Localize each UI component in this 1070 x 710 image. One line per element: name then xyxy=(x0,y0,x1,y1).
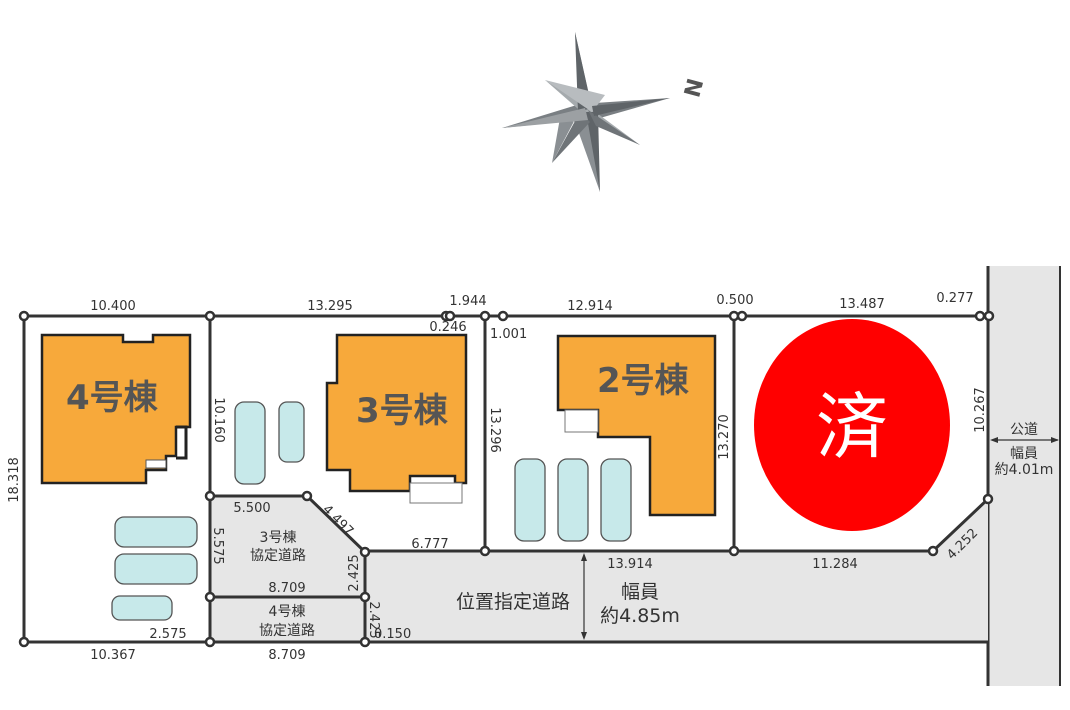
road-3-agreement xyxy=(210,496,365,597)
road3-label-1: 3号棟 xyxy=(260,530,297,546)
svg-text:8.709: 8.709 xyxy=(268,581,305,596)
parking-cars xyxy=(111,401,632,621)
car xyxy=(114,553,198,585)
position-designated-road xyxy=(365,499,988,642)
svg-text:0.150: 0.150 xyxy=(374,627,411,642)
sold-marker xyxy=(754,319,950,531)
svg-text:1.001: 1.001 xyxy=(490,327,527,342)
svg-text:5.575: 5.575 xyxy=(210,527,225,564)
svg-text:0.500: 0.500 xyxy=(716,293,753,308)
position-road-width-value: 約4.85m xyxy=(600,605,680,627)
road4-label-1: 4号棟 xyxy=(269,604,306,620)
svg-text:10.400: 10.400 xyxy=(90,299,136,314)
svg-text:13.295: 13.295 xyxy=(307,299,353,314)
svg-text:10.367: 10.367 xyxy=(90,648,136,663)
svg-text:13.296: 13.296 xyxy=(487,407,502,453)
svg-text:11.284: 11.284 xyxy=(812,557,858,572)
svg-text:13.270: 13.270 xyxy=(717,414,732,460)
position-road-width-label: 幅員 xyxy=(621,581,659,603)
road-4-agreement xyxy=(210,597,365,642)
svg-text:13.487: 13.487 xyxy=(839,297,885,312)
svg-text:10.267: 10.267 xyxy=(973,387,988,433)
public-road-label: 公道 xyxy=(1010,422,1038,438)
svg-text:12.914: 12.914 xyxy=(567,299,613,314)
svg-text:2.425: 2.425 xyxy=(347,554,362,591)
north-label: N xyxy=(680,76,709,100)
svg-text:5.500: 5.500 xyxy=(233,501,270,516)
svg-text:0.246: 0.246 xyxy=(429,320,466,335)
sold-label: 済 xyxy=(816,385,888,469)
public-road xyxy=(988,266,1060,686)
public-road-width-value: 約4.01m xyxy=(995,462,1054,478)
car xyxy=(278,401,305,463)
car xyxy=(234,401,266,485)
building-2-label: 2号棟 xyxy=(597,361,690,401)
svg-text:10.160: 10.160 xyxy=(211,397,226,443)
car xyxy=(111,595,173,621)
svg-text:18.318: 18.318 xyxy=(7,457,22,503)
compass-rose-icon: N xyxy=(502,32,709,192)
car xyxy=(557,458,589,542)
car xyxy=(514,458,546,542)
boundary-markers xyxy=(18,310,995,648)
svg-text:2.575: 2.575 xyxy=(149,627,186,642)
car xyxy=(114,516,198,548)
svg-text:0.277: 0.277 xyxy=(936,291,973,306)
road3-label-2: 協定道路 xyxy=(250,548,306,564)
svg-text:13.914: 13.914 xyxy=(607,557,653,572)
building-3-label: 3号棟 xyxy=(356,391,449,431)
svg-text:2.425: 2.425 xyxy=(366,601,381,638)
lot-boundaries xyxy=(22,314,990,644)
position-road-label: 位置指定道路 xyxy=(456,591,570,613)
dimension-labels: 10.400 13.295 1.944 0.246 1.001 12.914 0… xyxy=(7,291,988,663)
svg-text:8.709: 8.709 xyxy=(268,648,305,663)
svg-text:6.777: 6.777 xyxy=(411,537,448,552)
road-width-arrow xyxy=(581,437,1059,640)
building-4-label: 4号棟 xyxy=(66,378,159,418)
car xyxy=(600,458,632,542)
svg-text:1.944: 1.944 xyxy=(449,294,486,309)
road4-label-2: 協定道路 xyxy=(259,623,315,639)
public-road-width-label: 幅員 xyxy=(1010,446,1038,462)
